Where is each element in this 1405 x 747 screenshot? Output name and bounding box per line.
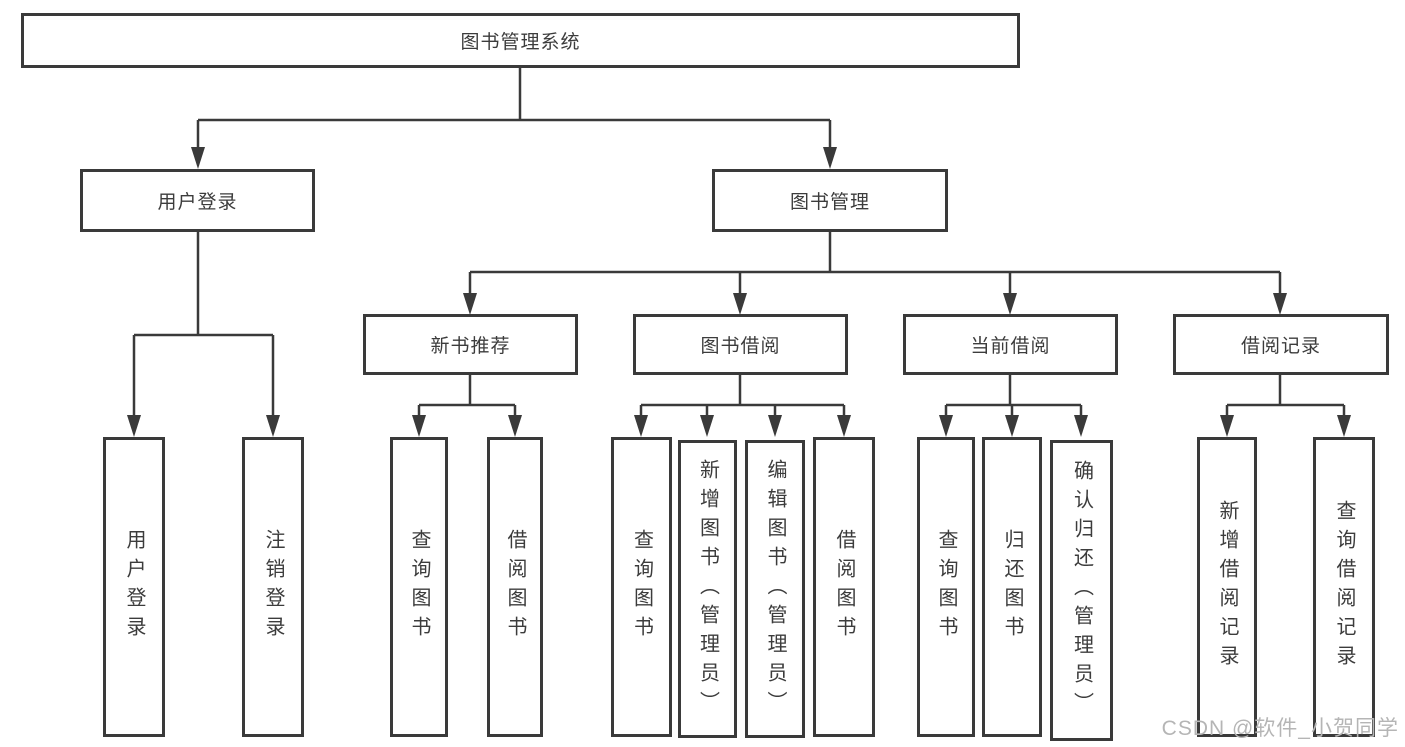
leaf-query-books-recommend: 查询图书 [390, 437, 448, 737]
arrow-down-icon [700, 415, 714, 437]
arrow-down-icon [412, 415, 426, 437]
leaf-add-book-admin: 新增图书（管理员） [678, 440, 737, 738]
leaf-borrow-books-recommend: 借阅图书 [487, 437, 543, 737]
arrow-down-icon [127, 415, 141, 437]
connector-lines [132, 66, 1346, 418]
arrow-down-icon [1273, 293, 1287, 315]
arrow-down-icon [634, 415, 648, 437]
node-new-book-recommend: 新书推荐 [363, 314, 578, 375]
arrow-down-icon [266, 415, 280, 437]
arrow-down-icon [191, 147, 205, 169]
arrow-down-icon [1074, 415, 1088, 437]
leaf-borrow-books: 借阅图书 [813, 437, 875, 737]
arrow-down-icon [823, 147, 837, 169]
arrow-down-icon [508, 415, 522, 437]
leaf-return-book: 归还图书 [982, 437, 1042, 737]
leaf-add-borrow-record: 新增借阅记录 [1197, 437, 1257, 737]
node-root: 图书管理系统 [21, 13, 1020, 68]
arrowheads [127, 147, 1351, 437]
arrow-down-icon [939, 415, 953, 437]
arrow-down-icon [837, 415, 851, 437]
arrow-down-icon [733, 293, 747, 315]
leaf-confirm-return-admin: 确认归还（管理员） [1050, 440, 1113, 741]
arrow-down-icon [768, 415, 782, 437]
arrow-down-icon [463, 293, 477, 315]
arrow-down-icon [1003, 293, 1017, 315]
leaf-user-login: 用户登录 [103, 437, 165, 737]
node-borrow-records: 借阅记录 [1173, 314, 1389, 375]
node-user-login: 用户登录 [80, 169, 315, 232]
node-book-borrow: 图书借阅 [633, 314, 848, 375]
leaf-logout: 注销登录 [242, 437, 304, 737]
arrow-down-icon [1005, 415, 1019, 437]
leaf-edit-book-admin: 编辑图书（管理员） [745, 440, 805, 738]
node-book-management: 图书管理 [712, 169, 948, 232]
leaf-query-books-current: 查询图书 [917, 437, 975, 737]
node-current-borrow: 当前借阅 [903, 314, 1118, 375]
watermark: CSDN @软件_小贺同学 [1161, 717, 1399, 740]
arrow-down-icon [1220, 415, 1234, 437]
arrow-down-icon [1337, 415, 1351, 437]
leaf-query-borrow-record: 查询借阅记录 [1313, 437, 1375, 737]
leaf-query-books-borrow: 查询图书 [611, 437, 672, 737]
